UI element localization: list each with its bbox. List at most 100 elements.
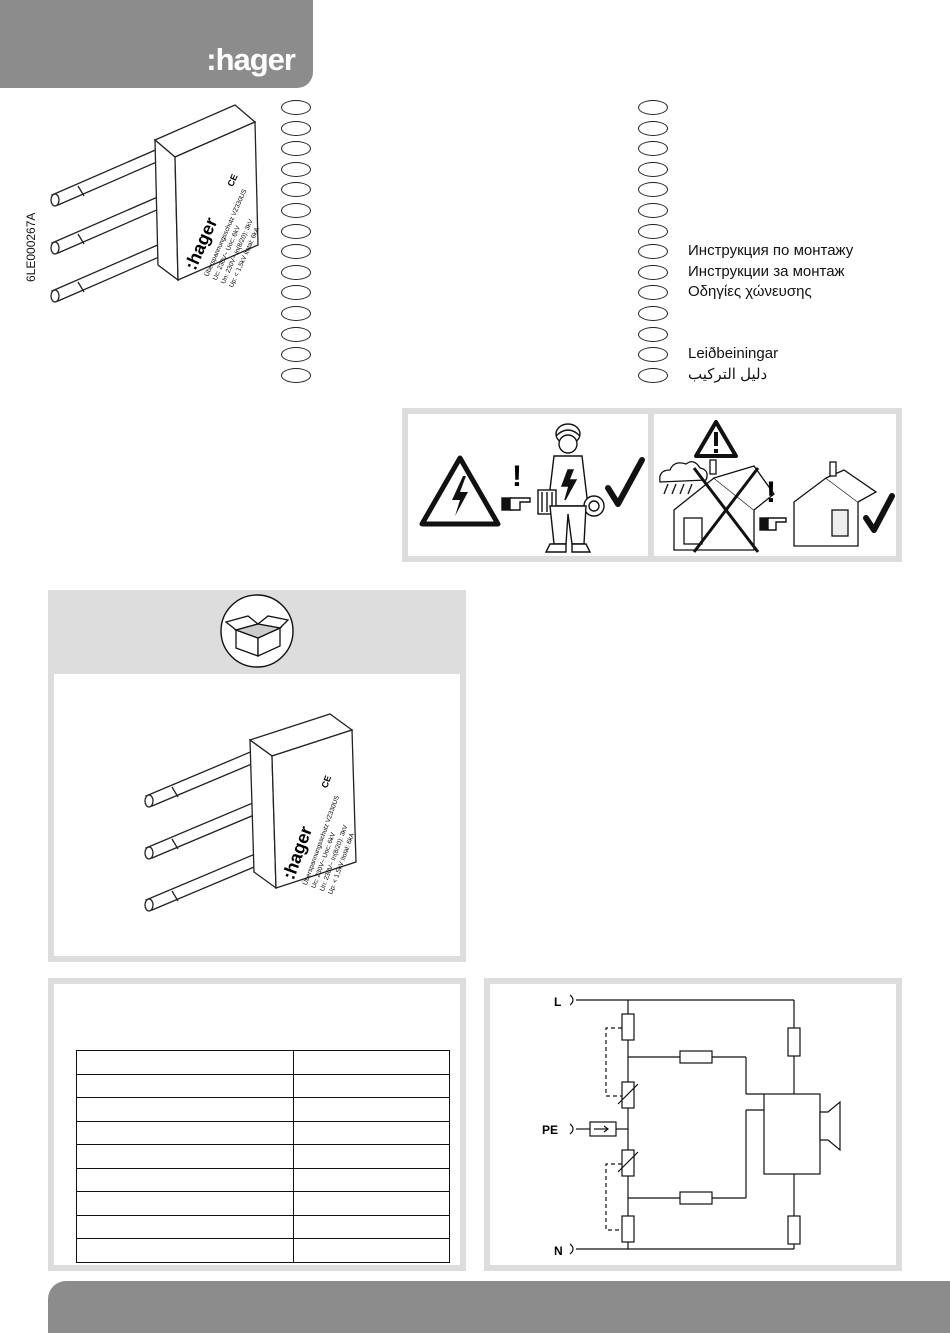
fuse-top <box>621 1013 635 1041</box>
warning-cell-indoor-use: ! <box>654 414 896 556</box>
language-oval <box>281 182 311 198</box>
table-cell <box>76 1120 294 1145</box>
language-oval <box>281 203 311 218</box>
table-cell <box>76 1097 294 1122</box>
indicator-unit <box>763 1093 821 1175</box>
table-cell <box>293 1050 450 1075</box>
pointing-hand-icon <box>501 497 531 511</box>
varistor-top <box>621 1081 635 1109</box>
table-cell <box>293 1214 450 1239</box>
check-mark-icon <box>605 457 645 507</box>
circuit-diagram: L PE N <box>542 994 841 1258</box>
resistor-bottom <box>679 1191 713 1205</box>
document-code: 6LE000267A <box>24 212 38 282</box>
terminal-n-symbol <box>569 1243 574 1255</box>
language-oval <box>638 100 668 115</box>
warning-cell-electrician: ! <box>408 414 648 556</box>
language-oval <box>281 161 311 177</box>
indoor-house-icon <box>793 461 878 547</box>
table-row <box>76 1120 450 1145</box>
fuse-bottom <box>621 1215 635 1243</box>
language-oval <box>281 264 311 280</box>
table-cell <box>76 1073 294 1098</box>
table-row <box>76 1167 450 1192</box>
terminal-pe-symbol <box>569 1123 574 1135</box>
table-row <box>76 1214 450 1239</box>
language-oval <box>638 285 668 301</box>
ce-mark: CE <box>320 774 334 789</box>
circuit-diagram-panel: L PE N <box>484 978 902 1271</box>
table-cell <box>293 1073 450 1098</box>
high-voltage-warning-icon <box>419 455 501 527</box>
device-box <box>153 104 259 282</box>
table-row <box>76 1050 450 1075</box>
language-label: Οδηγίες χώνευσης <box>688 283 812 301</box>
product-illustration-top: :hager Überspannungsschutz VZ330US Uc: 2… <box>50 104 261 303</box>
language-label: دليل التركيب <box>688 365 768 383</box>
language-oval <box>281 244 311 260</box>
table-row <box>76 1097 450 1122</box>
language-label: Инструкции за монтаж <box>688 262 845 280</box>
safety-warning-panel: ! <box>402 408 902 562</box>
language-oval <box>281 223 311 239</box>
table-row <box>76 1191 450 1216</box>
cross-out-icon <box>692 467 760 553</box>
language-oval <box>638 141 668 157</box>
language-oval <box>638 161 668 177</box>
technical-data-table <box>76 1050 450 1263</box>
table-cell <box>76 1050 294 1075</box>
exclamation-mark: ! <box>766 476 776 509</box>
table-cell <box>76 1214 294 1239</box>
language-oval <box>281 326 311 342</box>
language-oval <box>638 264 668 280</box>
language-oval <box>638 367 668 383</box>
table-row <box>76 1073 450 1098</box>
language-label: Leiðbeiningar <box>688 345 779 363</box>
language-oval <box>638 306 668 321</box>
language-oval <box>281 306 311 321</box>
table-cell <box>293 1144 450 1169</box>
buzzer-icon <box>819 1100 841 1152</box>
footer-bar <box>48 1281 950 1333</box>
pointing-hand-icon <box>759 517 787 531</box>
table-row <box>76 1144 450 1169</box>
electrician-icon <box>537 423 605 553</box>
language-oval <box>638 244 668 260</box>
language-oval <box>281 285 311 301</box>
terminal-n-label: N <box>554 1244 563 1258</box>
package-contents-body: :hager Überspannungsschutz VZ330US Uc: 2… <box>48 674 466 962</box>
language-oval <box>638 223 668 239</box>
check-mark-icon <box>863 493 895 533</box>
table-cell <box>76 1144 294 1169</box>
language-oval <box>281 367 311 383</box>
table-row <box>76 1238 450 1263</box>
table-cell <box>293 1238 450 1263</box>
table-cell <box>76 1238 294 1263</box>
language-oval <box>281 100 311 115</box>
table-cell <box>293 1167 450 1192</box>
language-oval <box>638 182 668 198</box>
table-cell <box>293 1097 450 1122</box>
resistor-right-bottom <box>787 1215 801 1245</box>
table-cell <box>293 1191 450 1216</box>
technical-data-panel <box>48 978 466 1271</box>
table-cell <box>76 1167 294 1192</box>
package-contents-header <box>48 590 466 674</box>
table-cell <box>76 1191 294 1216</box>
terminal-l-symbol <box>569 994 574 1006</box>
language-oval <box>281 120 311 136</box>
table-cell <box>293 1120 450 1145</box>
pin <box>50 147 167 303</box>
language-oval <box>638 120 668 136</box>
caution-triangle-icon <box>694 420 738 458</box>
varistor-bottom <box>621 1149 635 1177</box>
header-logo-tab: :hager <box>0 0 313 88</box>
device-box <box>248 713 357 890</box>
hager-logo: :hager <box>206 42 296 77</box>
exclamation-mark: ! <box>512 460 522 493</box>
language-oval <box>638 203 668 218</box>
storm-cloud-icon <box>659 461 708 495</box>
pin <box>144 747 267 912</box>
language-oval <box>281 141 311 157</box>
terminal-l-label: L <box>554 995 561 1009</box>
